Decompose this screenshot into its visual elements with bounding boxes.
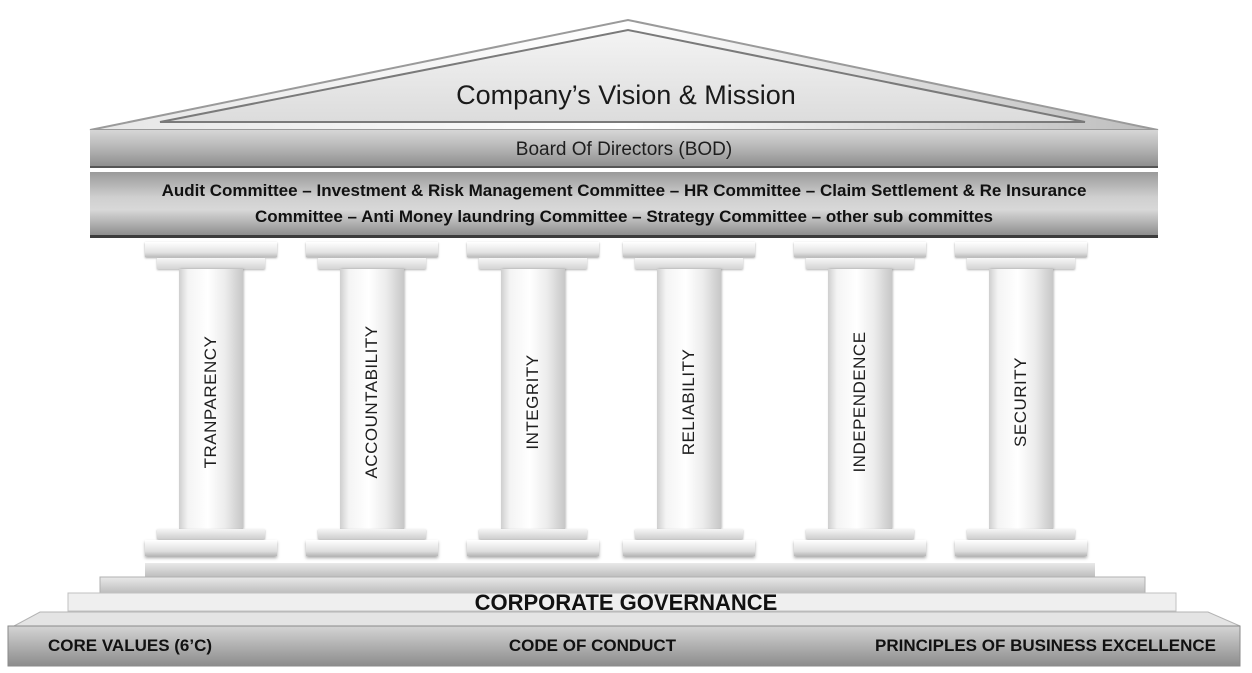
corporate-governance-label: CORPORATE GOVERNANCE	[474, 590, 778, 615]
pillar-base-upper	[635, 529, 743, 539]
pillar-capital	[145, 242, 277, 257]
pillar-base	[467, 540, 599, 556]
pillar-shaft	[340, 269, 404, 529]
pillar-base	[145, 540, 277, 556]
pillar-accountability: ACCOUNTABILITY	[306, 242, 438, 562]
pillar-label: INTEGRITY	[523, 354, 542, 450]
pillar-label: RELIABILITY	[679, 348, 698, 456]
pillar-label: SECURITY	[1011, 357, 1030, 447]
foundation-left-label: CORE VALUES (6’C)	[48, 636, 213, 655]
pillar-base	[306, 540, 438, 556]
pillar-shaft	[501, 269, 565, 529]
pillar-reliability: RELIABILITY	[623, 242, 755, 562]
pillar-label: INDEPENDENCE	[850, 331, 869, 473]
pillar-capital-lower	[806, 258, 914, 269]
foundation-right-label: PRINCIPLES OF BUSINESS EXCELLENCE	[875, 636, 1216, 655]
pillar-capital	[955, 242, 1087, 257]
pillar-transparency: TRANPARENCY	[145, 242, 277, 562]
committees-line-2: Committee – Anti Money laundring Committ…	[254, 207, 994, 226]
roof-title: Company’s Vision & Mission	[456, 80, 796, 110]
pillar-label: ACCOUNTABILITY	[362, 325, 381, 479]
pillar-capital-lower	[635, 258, 743, 269]
foundation-base	[7, 625, 1241, 667]
pillar-capital-lower	[967, 258, 1075, 269]
pillar-integrity: INTEGRITY	[467, 242, 599, 562]
pillar-capital	[623, 242, 755, 257]
pillar-shaft	[989, 269, 1053, 529]
committees-band: Audit Committee – Investment & Risk Mana…	[90, 172, 1158, 238]
pillar-base-upper	[479, 529, 587, 539]
pillar-capital-lower	[479, 258, 587, 269]
pillar-base-upper	[318, 529, 426, 539]
pillar-shaft	[828, 269, 892, 529]
board-of-directors-band: Board Of Directors (BOD)	[90, 130, 1158, 168]
committees-line-1: Audit Committee – Investment & Risk Mana…	[161, 181, 1087, 200]
pillar-base-upper	[967, 529, 1075, 539]
roof-inner	[159, 28, 1086, 123]
pillar-base	[794, 540, 926, 556]
step-middle	[67, 592, 1177, 612]
pillar-security: SECURITY	[955, 242, 1087, 562]
foundation-center-label: CODE OF CONDUCT	[508, 636, 677, 655]
pillar-capital	[467, 242, 599, 257]
pillar-capital-lower	[318, 258, 426, 269]
pillar-label: TRANPARENCY	[201, 335, 220, 469]
pillar-base-upper	[157, 529, 265, 539]
pillar-capital-lower	[157, 258, 265, 269]
pillar-shaft	[179, 269, 243, 529]
pillar-capital	[306, 242, 438, 257]
pillar-shaft	[657, 269, 721, 529]
pillar-base	[623, 540, 755, 556]
pillar-capital	[794, 242, 926, 257]
pillar-base-upper	[806, 529, 914, 539]
committees-text: Audit Committee – Investment & Risk Mana…	[100, 178, 1148, 230]
pillar-base	[955, 540, 1087, 556]
step-top	[145, 563, 1095, 577]
board-label: Board Of Directors (BOD)	[515, 139, 733, 160]
pillar-independence: INDEPENDENCE	[794, 242, 926, 562]
